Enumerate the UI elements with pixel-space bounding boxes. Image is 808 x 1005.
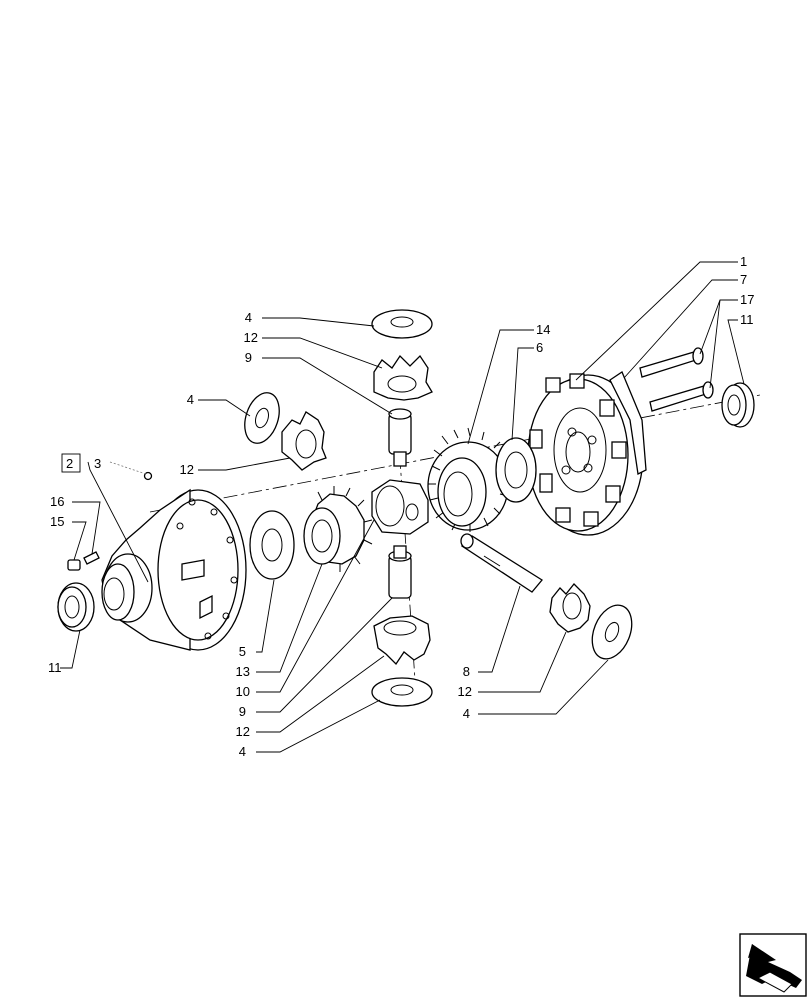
washer-left — [244, 392, 280, 444]
ring-gear — [427, 427, 511, 532]
pin-upper — [388, 408, 412, 467]
thrust-washer-6 — [495, 437, 537, 503]
callout-11-right: 11 — [740, 312, 754, 327]
callout-13: 13 — [236, 664, 250, 679]
washer-bottom — [371, 677, 433, 707]
washer-right — [591, 604, 633, 660]
callout-7: 7 — [740, 272, 747, 287]
callout-16: 16 — [50, 494, 64, 509]
callout-4-top: 4 — [245, 310, 252, 325]
grub-screw — [67, 559, 81, 571]
callout-15: 15 — [50, 514, 64, 529]
callout-9-top: 9 — [245, 350, 252, 365]
washer-top — [371, 309, 433, 339]
satellite-gear-bottom — [373, 615, 431, 666]
callout-4-right: 4 — [463, 706, 470, 721]
callout-14: 14 — [536, 322, 550, 337]
housing-half-right — [527, 373, 644, 536]
housing-left — [101, 488, 247, 651]
callout-12-bottom: 12 — [236, 724, 250, 739]
side-gear — [303, 486, 373, 572]
callout-12-right: 12 — [458, 684, 472, 699]
cross-shaft — [460, 533, 543, 593]
pin-lower — [388, 545, 412, 599]
callout-11-left: 11 — [48, 660, 62, 675]
bearing-right — [721, 382, 755, 428]
thrust-washer-5 — [249, 510, 295, 580]
callout-2: 2 — [66, 456, 73, 471]
callout-3: 3 — [94, 456, 101, 471]
bolts — [639, 347, 714, 412]
callout-labels: 1 7 17 11 14 6 4 12 9 4 12 2 3 16 15 11 … — [48, 254, 754, 759]
callout-12-top: 12 — [244, 330, 258, 345]
callout-4-bottom: 4 — [239, 744, 246, 759]
dowel-pin — [83, 551, 100, 565]
bearing-left — [57, 582, 95, 632]
callout-5: 5 — [239, 644, 246, 659]
satellite-gear-right — [549, 583, 591, 633]
leader-lines — [60, 261, 745, 753]
callout-9-bottom: 9 — [239, 704, 246, 719]
callout-1: 1 — [740, 254, 747, 269]
cross-block — [371, 479, 429, 535]
callout-10: 10 — [236, 684, 250, 699]
callout-4-left: 4 — [187, 392, 194, 407]
ball-small — [143, 471, 153, 481]
callout-6: 6 — [536, 340, 543, 355]
gasket-plate — [609, 371, 647, 475]
callout-8: 8 — [463, 664, 470, 679]
arrow-navigation-icon[interactable] — [739, 933, 807, 997]
satellite-gear-left — [281, 411, 327, 471]
callout-12-left: 12 — [180, 462, 194, 477]
satellite-gear-top — [373, 354, 433, 401]
callout-17: 17 — [740, 292, 754, 307]
callout-2-box: 2 — [61, 453, 81, 473]
